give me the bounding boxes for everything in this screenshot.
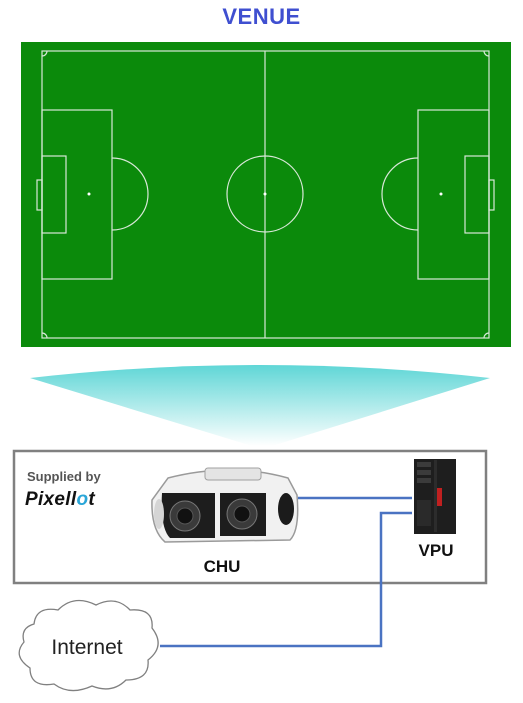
brand-part-3: t [88,489,95,510]
right-goal [488,179,495,211]
vpu-server-icon [414,459,456,534]
soccer-pitch [21,42,511,347]
pitch-markings [36,50,495,339]
pixellot-logo: Pixellot [25,489,95,511]
internet-cloud-icon [18,599,159,692]
left-penalty-arc [111,157,149,231]
brand-part-2: o [76,489,89,510]
internet-label: Internet [51,636,123,659]
chu-label: CHU [203,557,241,576]
corner-arc-bl [41,332,48,339]
network-links [160,496,412,648]
vpu-internet-link [160,511,412,648]
center-spot [263,192,267,196]
chu-camera-icon [151,467,299,543]
right-penalty-arc [381,157,419,231]
center-circle [226,155,304,233]
venue-title: VENUE [222,4,301,29]
left-goal [36,179,43,211]
corner-arc-tl [41,50,48,57]
corner-arc-br [483,332,490,339]
camera-field-of-view [30,365,490,446]
left-penalty-spot [87,192,91,196]
vpu-label: VPU [418,541,454,560]
right-penalty-spot [439,192,443,196]
corner-arc-tr [483,50,490,57]
brand-part-1: Pixell [25,489,77,510]
supplied-by-caption: Supplied by [27,469,101,484]
